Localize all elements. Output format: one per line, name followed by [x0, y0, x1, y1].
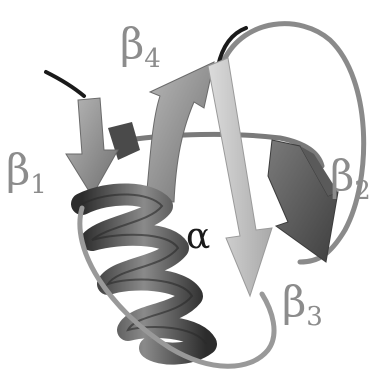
label-alpha: α [186, 216, 210, 257]
label-beta3: β3 [282, 277, 323, 332]
strand-beta3 [208, 58, 272, 296]
label-beta4: β4 [120, 19, 161, 74]
strand-beta1 [66, 98, 118, 196]
coil-terminus-left [46, 72, 84, 96]
strand-beta2 [268, 140, 338, 262]
label-beta1: β1 [6, 145, 47, 200]
